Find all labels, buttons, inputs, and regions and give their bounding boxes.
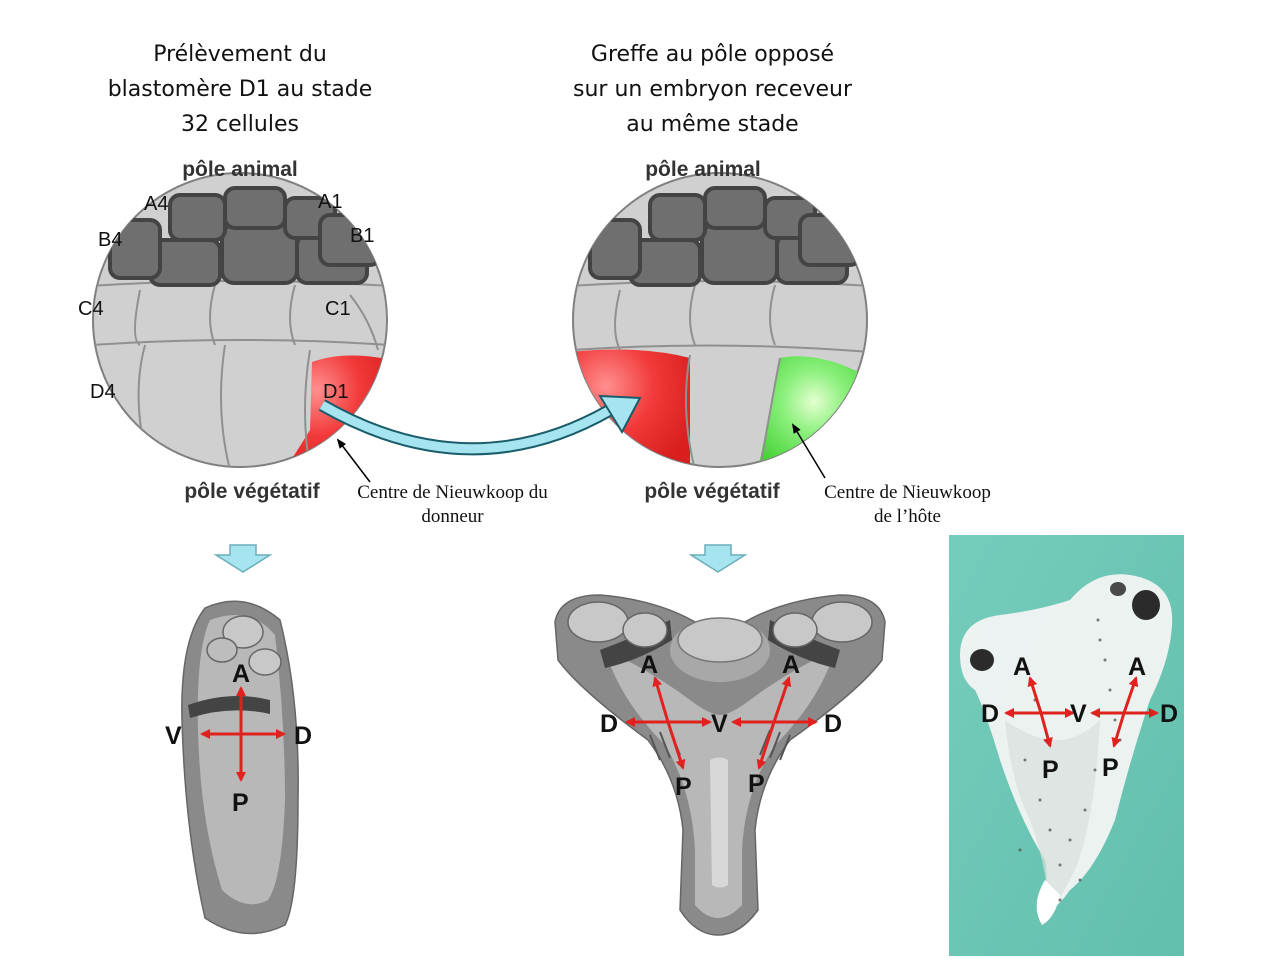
axis-a-photo-2: A: [1128, 653, 1146, 681]
axis-a-photo-1: A: [1013, 653, 1031, 681]
host-embryo: [572, 172, 868, 468]
axis-p-photo-2: P: [1102, 754, 1119, 782]
pole-animal-left: pôle animal: [182, 158, 298, 181]
cell-label-b1: B1: [350, 225, 374, 247]
title-left: Prélèvement du blastomère D1 au stade 32…: [107, 42, 373, 137]
axis-d-mid-1: D: [600, 710, 618, 738]
axis-a-left-larva: A: [232, 660, 250, 688]
axis-v-left-larva: V: [165, 722, 182, 750]
axis-d-photo-2: D: [1160, 700, 1178, 728]
annotation-donor: Centre de Nieuwkoop du donneur: [357, 482, 548, 527]
down-arrow-left: [213, 544, 273, 573]
axis-d-photo-1: D: [981, 700, 999, 728]
axis-a-mid-1: A: [640, 651, 658, 679]
axis-d-mid-2: D: [824, 710, 842, 738]
annotation-host: Centre de Nieuwkoop de l’hôte: [824, 482, 991, 527]
cell-label-d1: D1: [323, 381, 349, 403]
cell-label-d4: D4: [90, 381, 116, 403]
axis-v-photo: V: [1070, 700, 1087, 728]
tadpole-eye-left: [970, 649, 994, 671]
pole-vegetal-left: pôle végétatif: [184, 480, 320, 503]
cell-label-c1: C1: [325, 298, 351, 320]
donor-embryo: [92, 172, 388, 468]
axis-p-mid-1: P: [675, 773, 692, 801]
down-arrow-right: [688, 544, 748, 573]
tadpole-photo: [949, 535, 1184, 956]
cell-label-b4: B4: [98, 229, 122, 251]
axis-p-left-larva: P: [232, 789, 249, 817]
axis-p-mid-2: P: [748, 770, 765, 798]
host-pointer: [791, 423, 826, 479]
axis-d-left-larva: D: [294, 722, 312, 750]
axis-p-photo-1: P: [1042, 756, 1059, 784]
cell-label-c4: C4: [78, 298, 104, 320]
double-axis-embryo: [554, 594, 886, 936]
donor-pointer: [336, 438, 371, 483]
axis-v-mid: V: [711, 710, 728, 738]
transfer-arrow: [318, 394, 642, 456]
cell-label-a4: A4: [144, 193, 168, 215]
axis-arrows: [200, 676, 1159, 782]
pole-animal-right: pôle animal: [645, 158, 761, 181]
title-right: Greffe au pôle opposé sur un embryon rec…: [573, 42, 852, 137]
axis-a-mid-2: A: [782, 651, 800, 679]
pole-vegetal-right: pôle végétatif: [644, 480, 780, 503]
tadpole-eye-right: [1132, 590, 1160, 620]
cell-label-a1: A1: [318, 191, 342, 213]
